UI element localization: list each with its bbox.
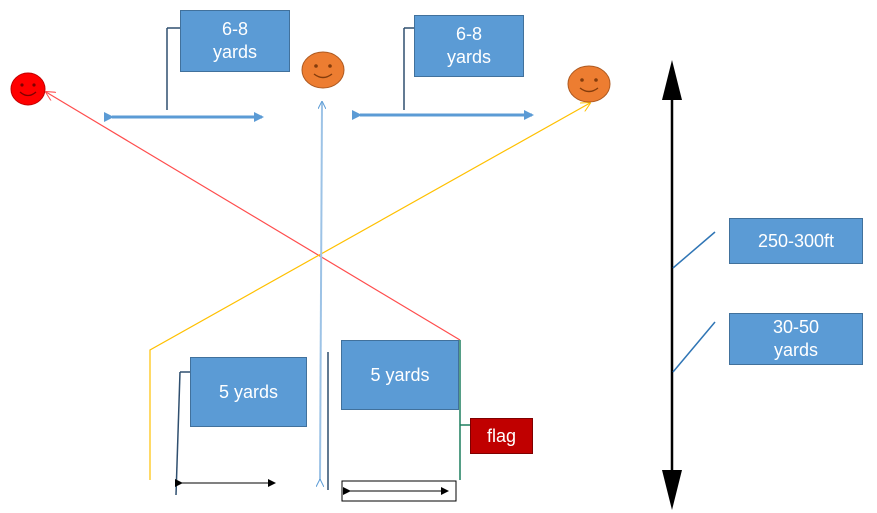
red-smiley-icon: [10, 72, 46, 106]
total-length-yards-callout-line: [672, 321, 716, 373]
total-length-yards-label: 30-50 yards: [729, 313, 863, 365]
total-length-arrow-top-head: [662, 60, 682, 100]
bottom-center-gap-frame: [341, 480, 457, 502]
bottom-center-gap-label: 5 yards: [341, 340, 459, 410]
bottom-left-gap-label: 5 yards: [190, 357, 307, 427]
total-length-callout-line: [672, 231, 716, 269]
orange-route-line: [149, 103, 590, 480]
total-length-label: 250-300ft: [729, 218, 863, 264]
orange-smiley-icon: [301, 51, 345, 89]
flag-marker: flag: [470, 418, 533, 454]
top-right-gap-label: 6-8 yards: [414, 15, 524, 77]
bottom-left-callout-stem: [175, 371, 181, 496]
red-route-line: [46, 92, 461, 341]
orange-smiley-icon: [567, 65, 611, 103]
center-route-line: [320, 102, 322, 480]
top-left-gap-label: 6-8 yards: [180, 10, 290, 72]
total-length-arrow-bottom-head: [662, 470, 682, 510]
